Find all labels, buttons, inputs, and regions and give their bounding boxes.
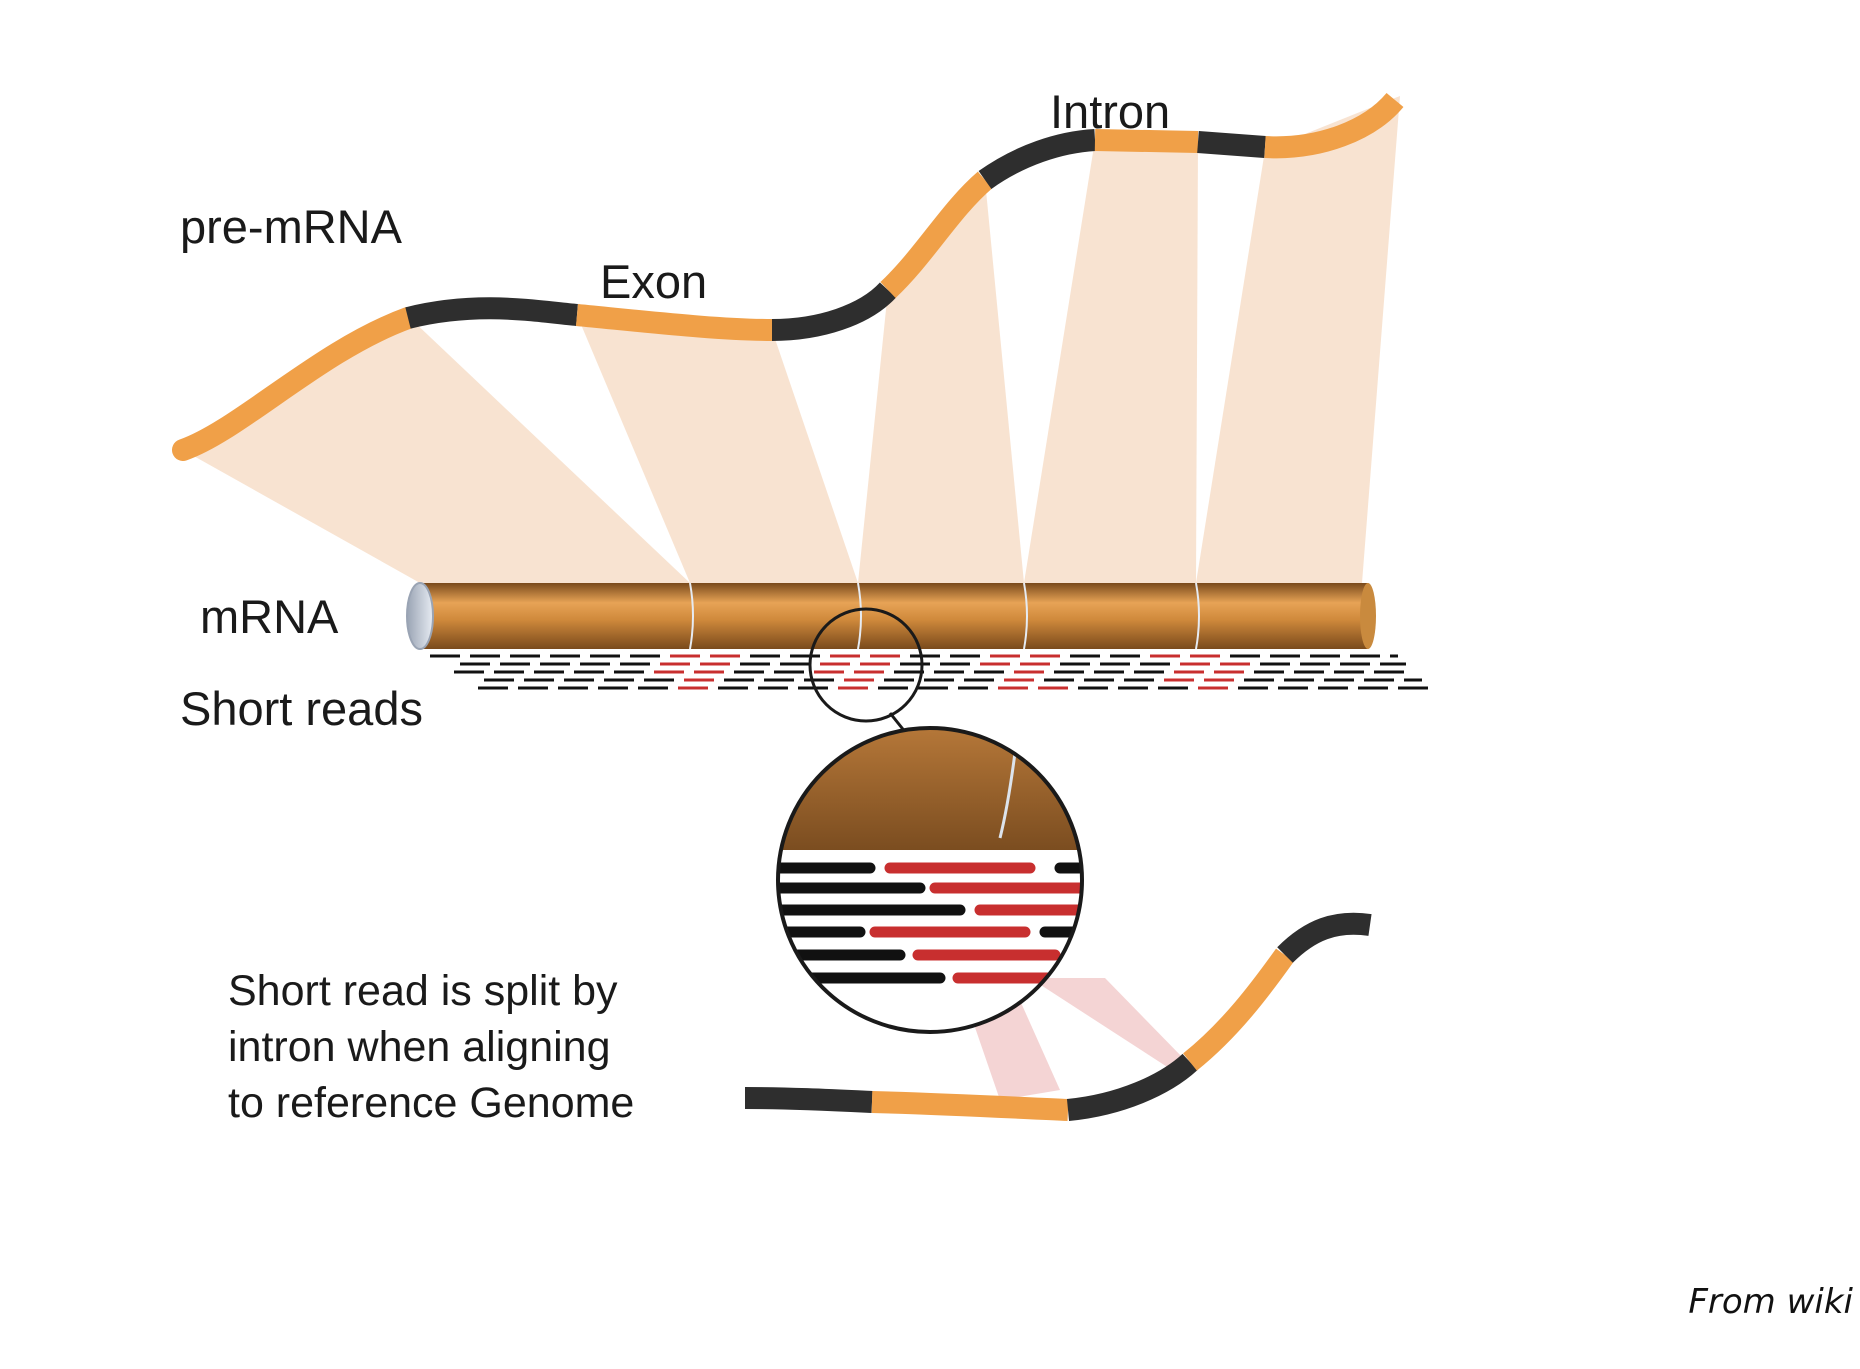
exon-segment [871,1091,1069,1121]
exon-segment [1094,129,1199,153]
source-credit: From wiki [1688,1282,1853,1322]
intron-segment [1197,131,1266,158]
exon-mapping-shade [1196,96,1400,583]
exon-segment [1264,92,1404,159]
short-reads-label: Short reads [180,682,423,735]
intron-segment [405,297,578,329]
exon-junction-line [1023,582,1028,650]
intron-segment [978,129,1096,190]
magnified-mrna [778,728,1082,850]
intron-segment [771,282,897,341]
exon-junction-line [1195,582,1200,650]
mrna-label: mRNA [200,590,339,643]
exon-junction-line [857,582,862,650]
intron-segment [1277,912,1372,963]
split-note-line-2: intron when aligning [228,1023,611,1071]
intron-segment [744,1087,873,1113]
exon-mapping-shade [183,318,690,583]
pre-mrna-strand [172,92,1404,461]
mrna-tube-end [1360,583,1376,649]
magnified-view [776,726,1084,1034]
pre-mrna-label: pre-mRNA [180,200,403,253]
exon-label: Exon [600,255,707,308]
split-note-line-1: Short read is split by [228,967,618,1015]
intron-segment [1066,1053,1198,1121]
split-read-beam [1030,978,1185,1072]
exon-segment [172,307,419,461]
reference-genome-strand [744,912,1372,1121]
exon-segment [1183,948,1294,1071]
magnify-focus-circle [808,607,924,723]
split-note-line-3: to reference Genome [228,1079,634,1127]
short-reads [430,654,1428,690]
intron-label: Intron [1050,85,1170,138]
exon-mapping-shade [577,315,858,583]
mrna-tube-cap [406,582,434,650]
exon-junction-line [689,582,694,650]
exon-segment [575,304,773,341]
magnifier-outline [776,726,1084,1034]
exon-mapping-shade [1024,140,1198,583]
exon-segment [880,171,993,298]
